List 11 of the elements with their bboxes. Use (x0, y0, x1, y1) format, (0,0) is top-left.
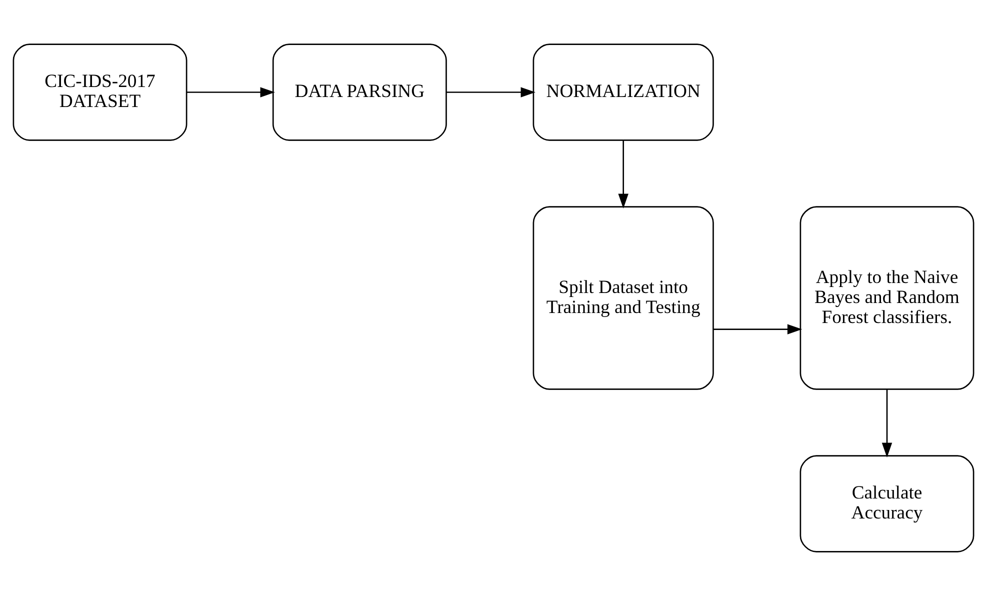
node-box: Spilt Dataset into Training and Testing (532, 206, 714, 390)
arrow (882, 389, 892, 458)
arrow (713, 324, 802, 334)
node-box: CIC-IDS-2017 DATASET (12, 44, 188, 141)
node-box: NORMALIZATION (532, 44, 714, 141)
node-box: Calculate Accuracy (800, 455, 974, 552)
node-box: DATA PARSING (272, 44, 447, 141)
node-box: Apply to the Naive Bayes and Random Forest classifiers. (800, 206, 974, 390)
arrow (446, 87, 536, 98)
arrow (186, 87, 275, 98)
arrow (618, 140, 628, 208)
